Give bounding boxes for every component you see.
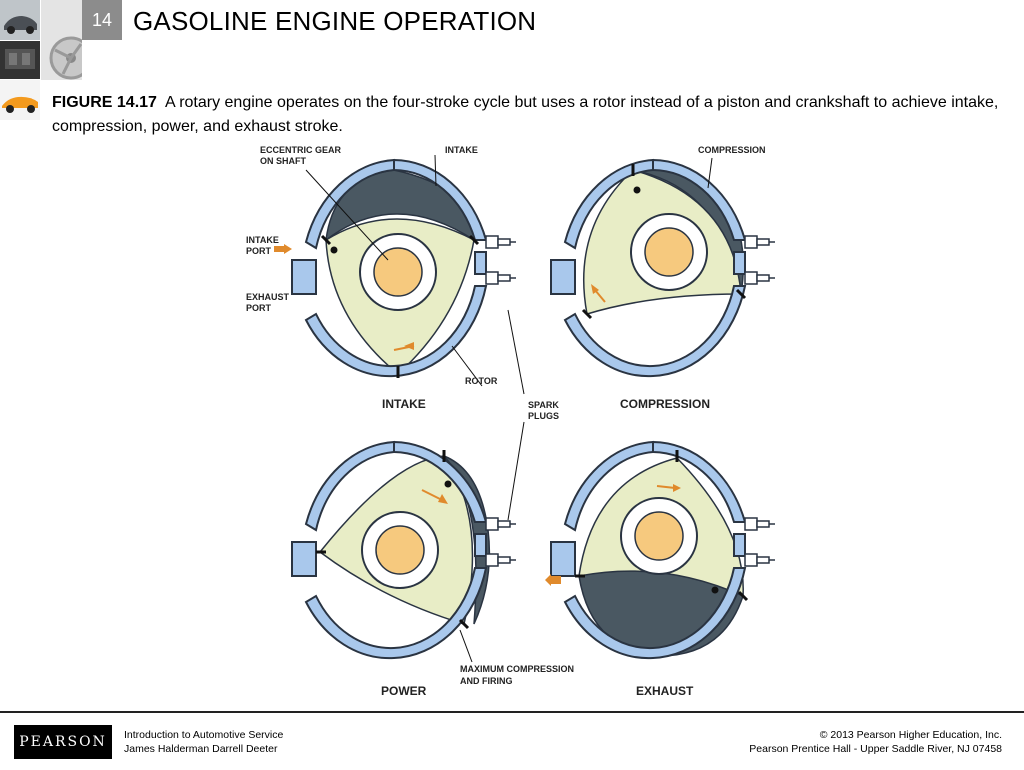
footer-book-title: Introduction to Automotive Service — [124, 729, 284, 741]
footer: PEARSON Introduction to Automotive Servi… — [0, 711, 1024, 770]
header-thumbnails — [0, 0, 82, 120]
slide-title: GASOLINE ENGINE OPERATION — [133, 6, 537, 36]
footer-authors: James Halderman Darrell Deeter — [124, 743, 278, 755]
power-stage — [291, 441, 517, 660]
exhaust-stage — [545, 441, 776, 660]
engine-thumbnail — [0, 41, 40, 79]
figure-caption: FIGURE 14.17 A rotary engine operates on… — [52, 91, 1012, 139]
stage-label-compression: COMPRESSION — [620, 397, 710, 411]
stage-label-intake: INTAKE — [382, 397, 426, 411]
footer-publisher-info: © 2013 Pearson Higher Education, Inc. Pe… — [749, 728, 1002, 756]
stage-label-power: POWER — [381, 684, 427, 698]
footer-publisher: Pearson Prentice Hall - Upper Saddle Riv… — [749, 743, 1002, 755]
sports-car-thumbnail — [0, 80, 40, 120]
intake-stage — [274, 159, 517, 378]
label-compression: COMPRESSION — [698, 145, 766, 155]
wheel-thumbnail — [41, 0, 82, 80]
stage-label-exhaust: EXHAUST — [636, 684, 694, 698]
label-rotor: ROTOR — [465, 376, 498, 386]
compression-stage — [550, 159, 776, 378]
figure-label: FIGURE 14.17 — [52, 94, 157, 111]
slide-number-badge: 14 — [82, 0, 122, 40]
car-thumbnail — [0, 0, 40, 40]
footer-book-info: Introduction to Automotive Service James… — [124, 728, 283, 756]
pearson-logo: PEARSON — [14, 725, 112, 759]
label-intake: INTAKE — [445, 145, 478, 155]
footer-copyright: © 2013 Pearson Higher Education, Inc. — [819, 729, 1002, 741]
figure-caption-text: A rotary engine operates on the four-str… — [52, 94, 999, 135]
